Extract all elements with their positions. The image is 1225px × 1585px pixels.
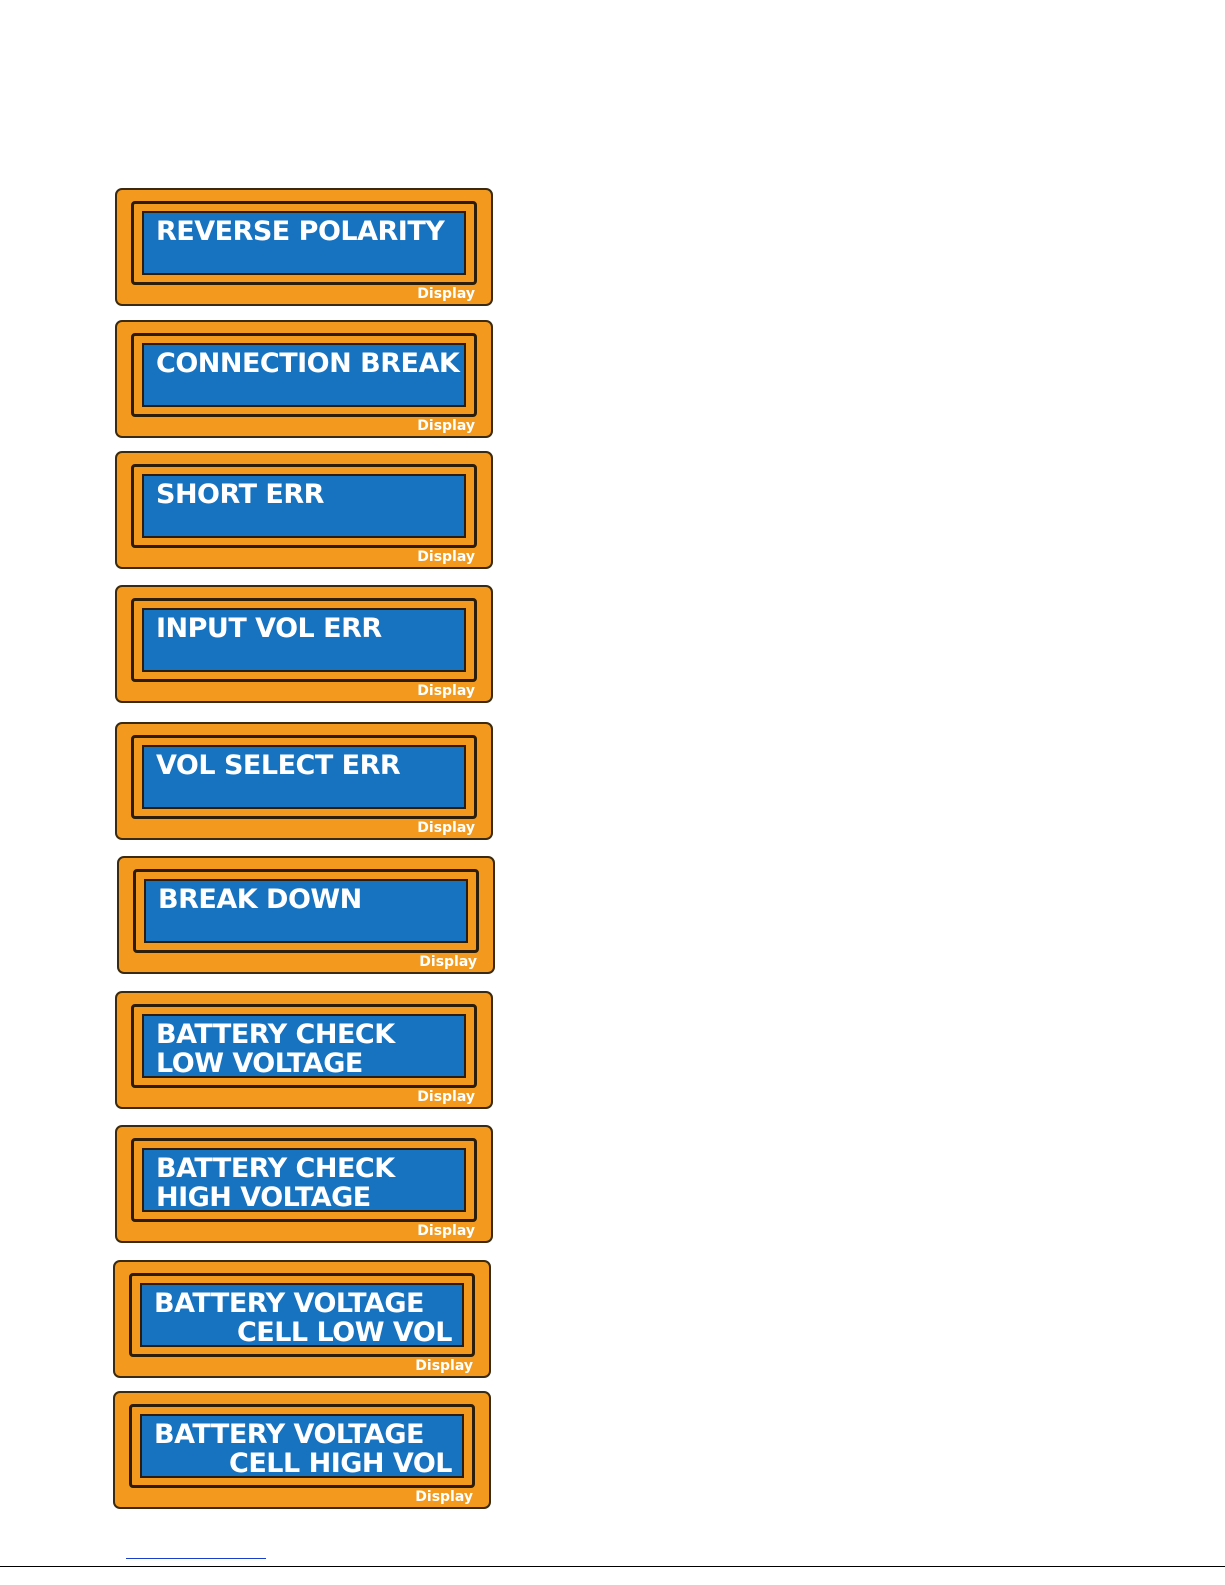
display-bezel: BATTERY VOLTAGE CELL HIGH VOL xyxy=(129,1404,475,1488)
display-line-1: CONNECTION BREAK xyxy=(156,349,454,379)
display-bezel: BREAK DOWN xyxy=(133,869,479,953)
display-panel: BATTERY CHECK HIGH VOLTAGE Display xyxy=(115,1125,493,1243)
display-tag: Display xyxy=(419,955,477,970)
display-line-1: SHORT ERR xyxy=(156,480,454,510)
display-bezel: BATTERY VOLTAGE CELL LOW VOL xyxy=(129,1273,475,1357)
display-line-1: VOL SELECT ERR xyxy=(156,751,454,781)
display-tag: Display xyxy=(417,1224,475,1239)
display-bezel: REVERSE POLARITY xyxy=(131,201,477,285)
display-tag: Display xyxy=(417,419,475,434)
display-line-1: BREAK DOWN xyxy=(158,885,456,915)
display-panel: BATTERY VOLTAGE CELL HIGH VOL Display xyxy=(113,1391,491,1509)
display-line-1: BATTERY VOLTAGE xyxy=(154,1420,452,1450)
lcd-screen: BREAK DOWN xyxy=(144,879,468,943)
display-line-2: CELL LOW VOL xyxy=(154,1318,452,1348)
lcd-screen: VOL SELECT ERR xyxy=(142,745,466,809)
footnote-separator xyxy=(126,1558,266,1559)
display-panel: REVERSE POLARITY Display xyxy=(115,188,493,306)
display-bezel: BATTERY CHECK HIGH VOLTAGE xyxy=(131,1138,477,1222)
display-tag: Display xyxy=(417,684,475,699)
lcd-screen: CONNECTION BREAK xyxy=(142,343,466,407)
display-panel: SHORT ERR Display xyxy=(115,451,493,569)
lcd-screen: BATTERY VOLTAGE CELL LOW VOL xyxy=(140,1283,464,1347)
display-tag: Display xyxy=(417,550,475,565)
display-line-2: CELL HIGH VOL xyxy=(154,1449,452,1479)
display-tag: Display xyxy=(417,1090,475,1105)
display-panel: BREAK DOWN Display xyxy=(117,856,495,974)
display-tag: Display xyxy=(415,1490,473,1505)
display-tag: Display xyxy=(417,821,475,836)
lcd-screen: REVERSE POLARITY xyxy=(142,211,466,275)
lcd-screen: INPUT VOL ERR xyxy=(142,608,466,672)
display-panel: VOL SELECT ERR Display xyxy=(115,722,493,840)
display-panel: BATTERY CHECK LOW VOLTAGE Display xyxy=(115,991,493,1109)
display-bezel: SHORT ERR xyxy=(131,464,477,548)
display-line-1: REVERSE POLARITY xyxy=(156,217,454,247)
lcd-screen: BATTERY VOLTAGE CELL HIGH VOL xyxy=(140,1414,464,1478)
lcd-screen: BATTERY CHECK HIGH VOLTAGE xyxy=(142,1148,466,1212)
display-line-1: BATTERY CHECK xyxy=(156,1020,454,1050)
display-bezel: CONNECTION BREAK xyxy=(131,333,477,417)
page-bottom-rule xyxy=(0,1566,1225,1567)
display-panel: INPUT VOL ERR Display xyxy=(115,585,493,703)
display-line-1: BATTERY CHECK xyxy=(156,1154,454,1184)
display-bezel: INPUT VOL ERR xyxy=(131,598,477,682)
display-tag: Display xyxy=(415,1359,473,1374)
lcd-screen: BATTERY CHECK LOW VOLTAGE xyxy=(142,1014,466,1078)
display-line-2: HIGH VOLTAGE xyxy=(156,1183,454,1213)
display-panel: CONNECTION BREAK Display xyxy=(115,320,493,438)
display-line-1: INPUT VOL ERR xyxy=(156,614,454,644)
display-line-1: BATTERY VOLTAGE xyxy=(154,1289,452,1319)
display-bezel: VOL SELECT ERR xyxy=(131,735,477,819)
lcd-screen: SHORT ERR xyxy=(142,474,466,538)
display-bezel: BATTERY CHECK LOW VOLTAGE xyxy=(131,1004,477,1088)
display-line-2: LOW VOLTAGE xyxy=(156,1049,454,1079)
display-tag: Display xyxy=(417,287,475,302)
display-panel: BATTERY VOLTAGE CELL LOW VOL Display xyxy=(113,1260,491,1378)
